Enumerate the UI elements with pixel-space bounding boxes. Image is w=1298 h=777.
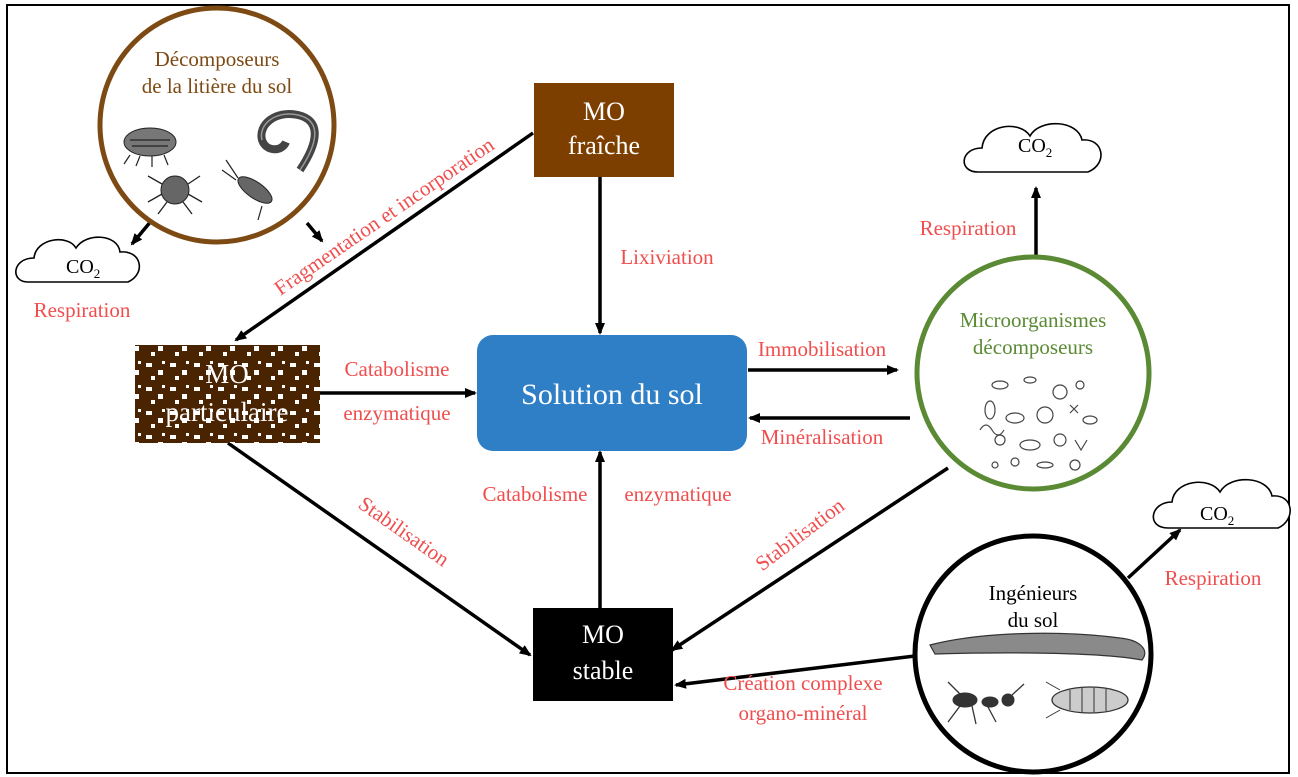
co2-cloud-top-right: CO2	[963, 122, 1102, 173]
label-creation-line1: Création complexe	[723, 671, 882, 695]
ingenieurs-title-line1: Ingénieurs	[989, 581, 1078, 605]
arrow-fragmentation	[234, 131, 535, 342]
co2-text-bottom-right: CO	[1200, 503, 1228, 525]
mo-stable-node: MO stable	[533, 608, 673, 701]
arrow-stabilisation-left	[226, 441, 532, 657]
arrow-respiration-ingenieurs	[1126, 528, 1182, 580]
ingenieurs-title-line2: du sol	[1008, 608, 1059, 632]
svg-text:CO2: CO2	[1200, 503, 1234, 528]
co2-text-left: CO	[66, 256, 94, 278]
mo-stable-line2: stable	[573, 656, 634, 685]
mo-particulaire-line1: MO	[205, 359, 249, 389]
mo-stable-line1: MO	[582, 620, 624, 649]
microorganismes-node: Microorganismes décomposeurs	[914, 254, 1152, 492]
label-immobilisation: Immobilisation	[758, 337, 887, 361]
diagram-frame	[6, 4, 1290, 774]
mo-particulaire-node: MO particulaire	[135, 345, 320, 443]
arrow-stabilisation-right	[670, 466, 949, 652]
label-respiration-left: Respiration	[34, 298, 131, 322]
co2-sub-bottom-right: 2	[1228, 513, 1235, 528]
arrow-decomposeurs-fragmentation	[305, 221, 324, 243]
mo-fraiche-node: MO fraîche	[534, 83, 674, 177]
label-enzymatique-2: enzymatique	[624, 482, 731, 506]
decomposeurs-title-line1: Décomposeurs	[155, 47, 280, 71]
co2-cloud-left: CO2	[15, 236, 141, 283]
svg-text:CO2: CO2	[1018, 135, 1052, 160]
label-stabilisation-left: Stabilisation	[354, 491, 454, 571]
mo-particulaire-line2: particulaire	[166, 397, 289, 427]
co2-cloud-bottom-right: CO2	[1152, 478, 1291, 529]
label-creation-line2: organo-minéral	[738, 701, 867, 725]
label-stabilisation-right: Stabilisation	[751, 493, 850, 576]
label-mineralisation: Minéralisation	[761, 425, 884, 449]
co2-text-top-right: CO	[1018, 135, 1046, 157]
label-enzymatique-1: enzymatique	[343, 401, 450, 425]
mo-fraiche-line2: fraîche	[568, 131, 640, 160]
svg-text:CO2: CO2	[66, 256, 100, 281]
label-respiration-top-right: Respiration	[920, 216, 1017, 240]
label-respiration-bottom-right: Respiration	[1165, 566, 1262, 590]
decomposeurs-litiere-node: Décomposeurs de la litière du sol	[97, 5, 337, 245]
soil-arthropods-illustration	[123, 110, 319, 221]
co2-sub-top-right: 2	[1046, 145, 1053, 160]
solution-du-sol-node: Solution du sol	[477, 335, 747, 451]
mo-fraiche-line1: MO	[583, 97, 625, 126]
earthworm-ant-illustration	[929, 632, 1146, 725]
arrow-creation-complexe	[674, 654, 916, 689]
micro-title-line1: Microorganismes	[960, 308, 1107, 332]
micro-title-line2: décomposeurs	[973, 335, 1093, 359]
co2-sub-left: 2	[94, 266, 101, 281]
decomposeurs-title-line2: de la litière du sol	[142, 74, 293, 98]
label-lixiviation: Lixiviation	[620, 245, 714, 269]
arrows	[130, 131, 1182, 689]
ingenieurs-du-sol-node: Ingénieurs du sol	[912, 533, 1154, 775]
solution-label: Solution du sol	[521, 378, 703, 411]
label-catabolisme-2: Catabolisme	[483, 482, 588, 506]
arrow-respiration-decomposeurs	[130, 218, 154, 246]
microbes-illustration	[979, 376, 1098, 471]
label-catabolisme-1: Catabolisme	[345, 357, 450, 381]
